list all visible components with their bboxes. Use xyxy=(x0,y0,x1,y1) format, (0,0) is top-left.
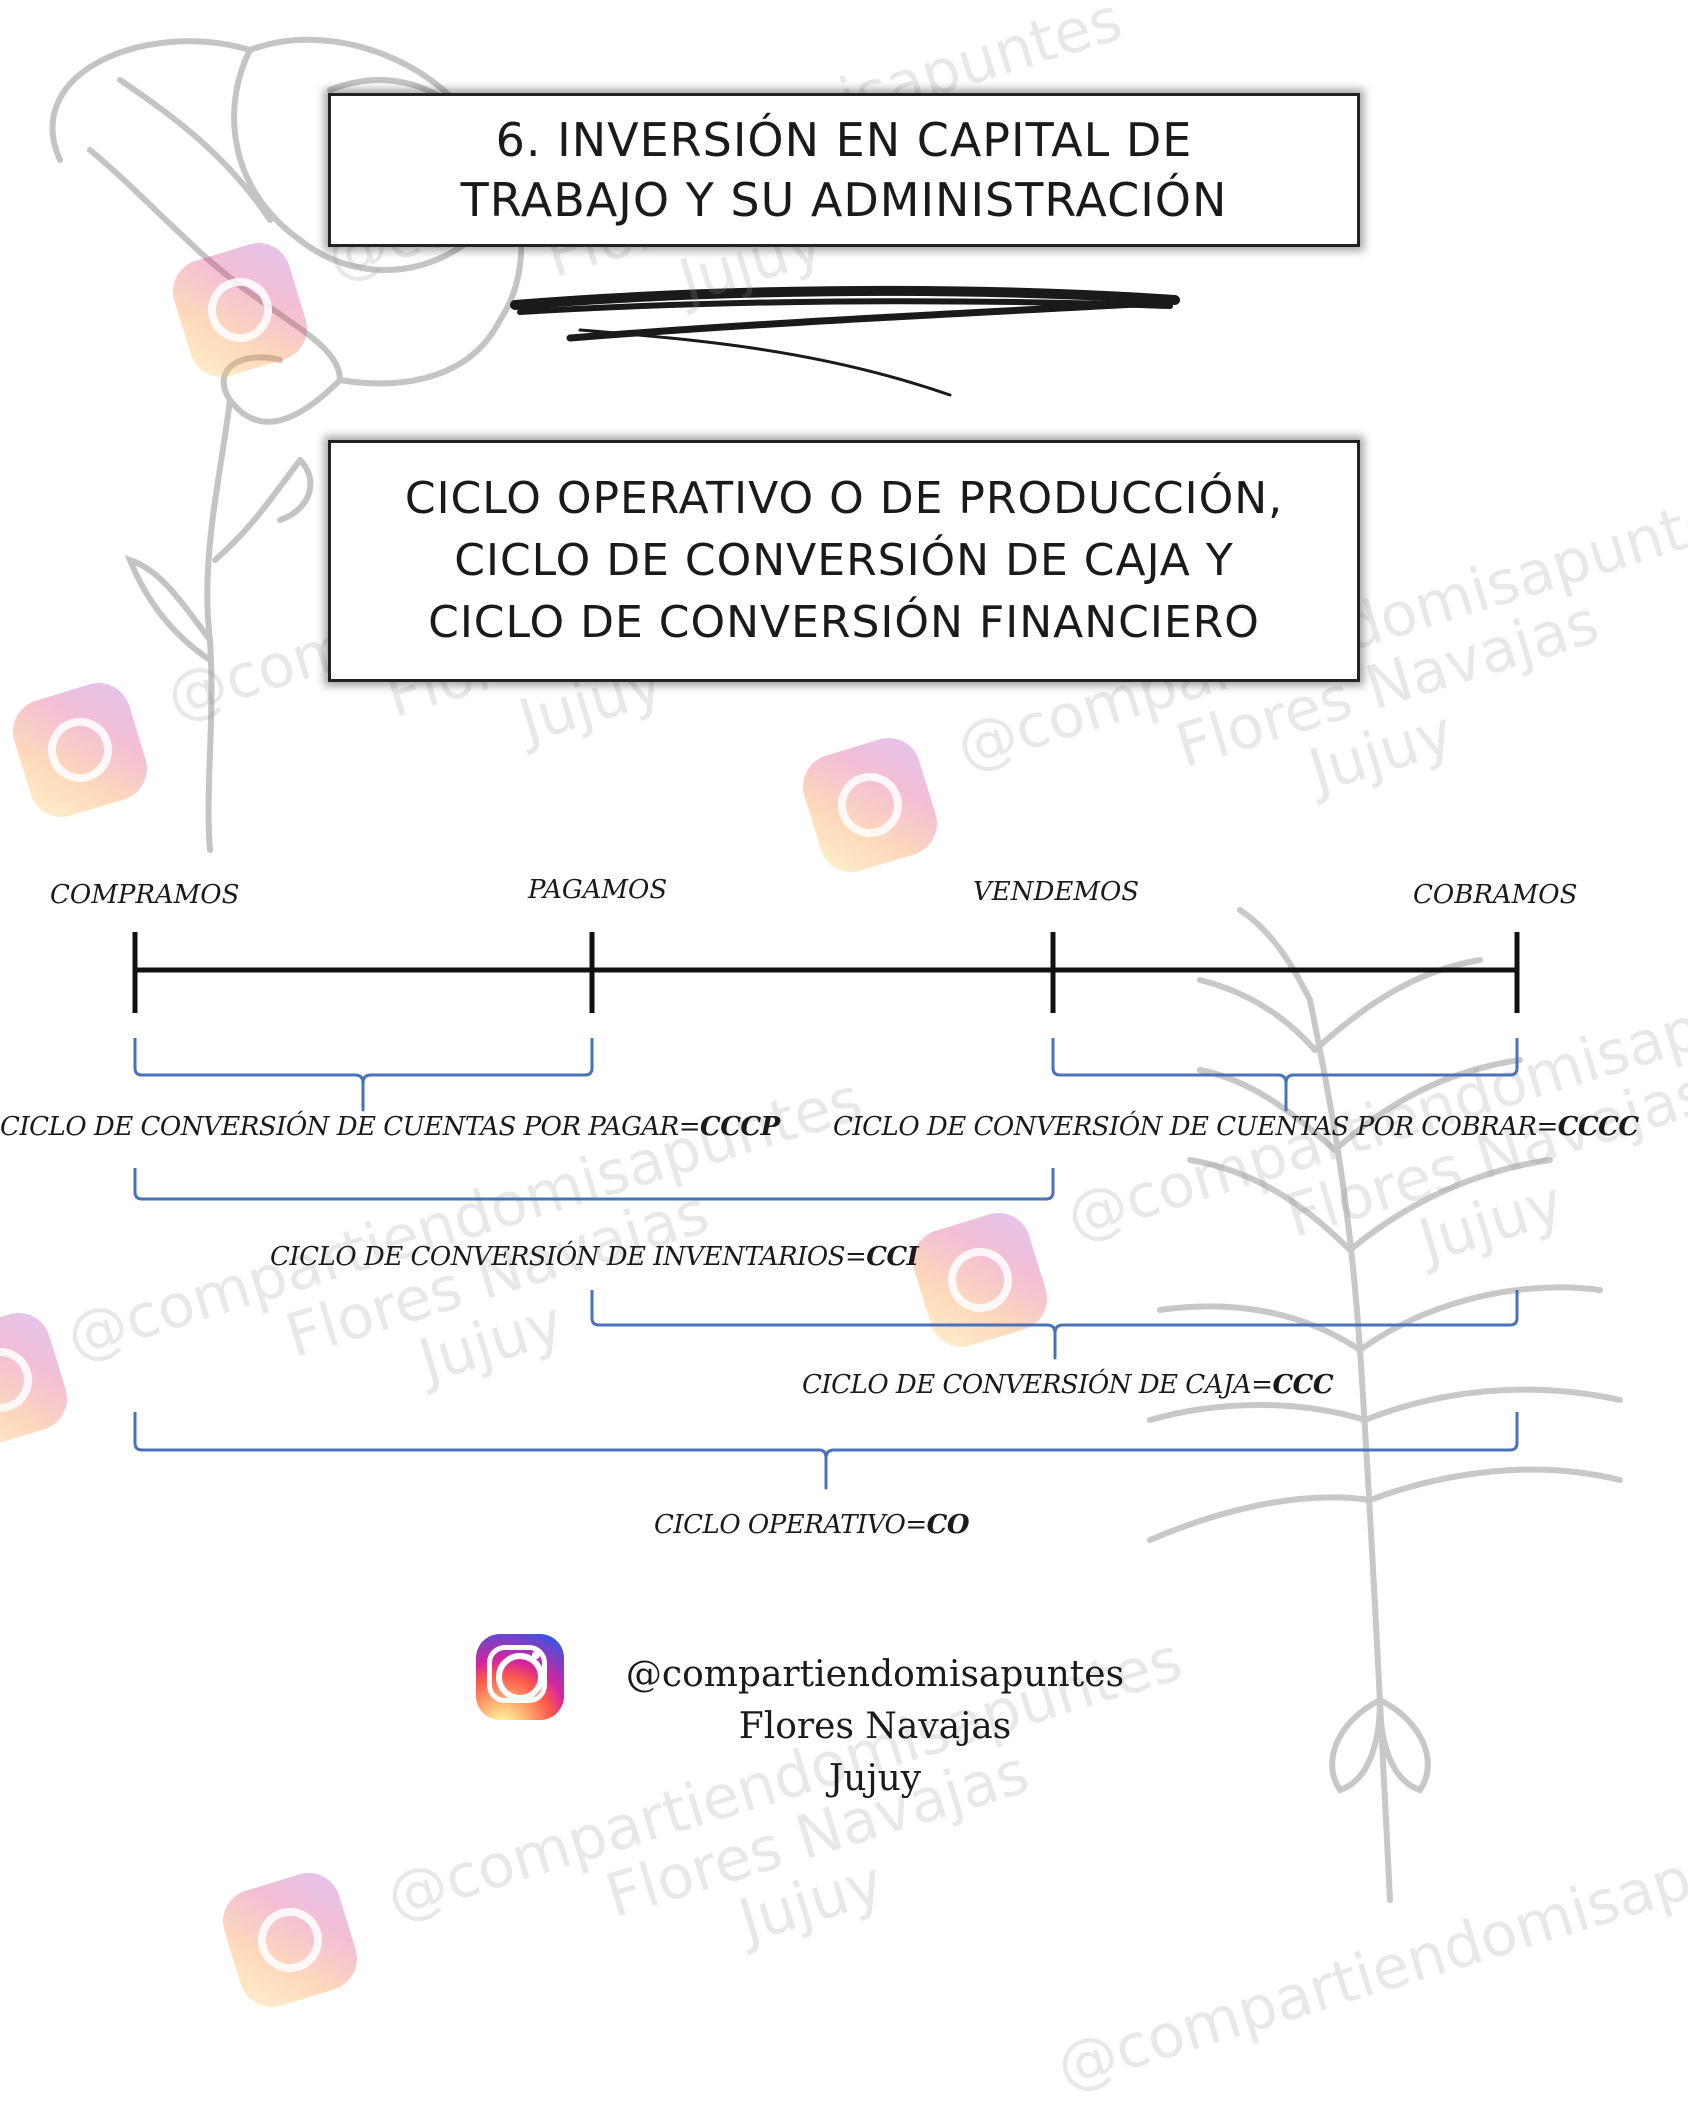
section-heading: CICLO OPERATIVO O DE PRODUCCIÓN, CICLO D… xyxy=(328,440,1360,682)
cycle-abbr: CCCC xyxy=(1557,1112,1639,1142)
cycle-text: CICLO DE CONVERSIÓN DE CAJA= xyxy=(802,1370,1273,1400)
watermark-instagram-icon xyxy=(0,1305,75,1455)
timeline-label-vendemos: VENDEMOS xyxy=(973,877,1140,907)
watermark-instagram-icon xyxy=(5,675,155,825)
cycle-abbr: CCCP xyxy=(700,1112,780,1142)
cycle-label-cccp: CICLO DE CONVERSIÓN DE CUENTAS POR PAGAR… xyxy=(0,1112,780,1142)
cycle-label-co: CICLO OPERATIVO=CO xyxy=(654,1510,970,1540)
watermark-instagram-icon xyxy=(165,235,315,385)
instagram-icon xyxy=(476,1634,564,1720)
heading-line: CICLO OPERATIVO O DE PRODUCCIÓN, xyxy=(404,473,1284,524)
cycle-label-cci: CICLO DE CONVERSIÓN DE INVENTARIOS=CCI xyxy=(270,1242,919,1272)
watermark-handle: @compartiendomisapuntes xyxy=(1048,1794,1688,2104)
timeline-label-pagamos: PAGAMOS xyxy=(528,875,668,905)
watermark-instagram-icon xyxy=(795,730,945,880)
watermark-instagram-icon xyxy=(215,1865,365,2015)
cycle-abbr: CO xyxy=(926,1510,970,1540)
page-title: 6. INVERSIÓN EN CAPITAL DE TRABAJO Y SU … xyxy=(328,93,1360,247)
heading-line: CICLO DE CONVERSIÓN DE CAJA Y xyxy=(454,535,1234,586)
heading-line: CICLO DE CONVERSIÓN FINANCIERO xyxy=(428,597,1260,648)
timeline xyxy=(132,932,1520,1013)
bracket-cccp xyxy=(133,1038,594,1112)
cycle-label-ccc: CICLO DE CONVERSIÓN DE CAJA=CCC xyxy=(802,1370,1334,1400)
cycle-text: CICLO DE CONVERSIÓN DE CUENTAS POR PAGAR… xyxy=(0,1112,701,1142)
cycle-label-cccc: CICLO DE CONVERSIÓN DE CUENTAS POR COBRA… xyxy=(833,1112,1639,1142)
cycle-text: CICLO DE CONVERSIÓN DE INVENTARIOS= xyxy=(270,1242,867,1272)
watermark-text: @compartiendomisapuntes Flores Navajas J… xyxy=(1059,945,1688,1370)
footer-handle: @compartiendomisapuntes xyxy=(625,1654,1125,1695)
bracket-co xyxy=(133,1412,1519,1490)
title-line: 6. INVERSIÓN EN CAPITAL DE xyxy=(495,113,1193,167)
cycle-text: CICLO DE CONVERSIÓN DE CUENTAS POR COBRA… xyxy=(833,1112,1558,1142)
timeline-label-cobramos: COBRAMOS xyxy=(1413,880,1578,910)
footer-place: Jujuy xyxy=(828,1758,922,1799)
footer-name: Flores Navajas xyxy=(738,1706,1012,1747)
watermark-text: @compartiendomisapuntes xyxy=(1048,1794,1688,2104)
watermark-instagram-icon xyxy=(905,1205,1055,1355)
cycle-text: CICLO OPERATIVO= xyxy=(654,1510,927,1540)
cycle-abbr: CCC xyxy=(1272,1370,1334,1400)
timeline-label-compramos: COMPRAMOS xyxy=(50,880,240,910)
title-line: TRABAJO Y SU ADMINISTRACIÓN xyxy=(460,173,1228,227)
cycle-abbr: CCI xyxy=(866,1242,919,1272)
